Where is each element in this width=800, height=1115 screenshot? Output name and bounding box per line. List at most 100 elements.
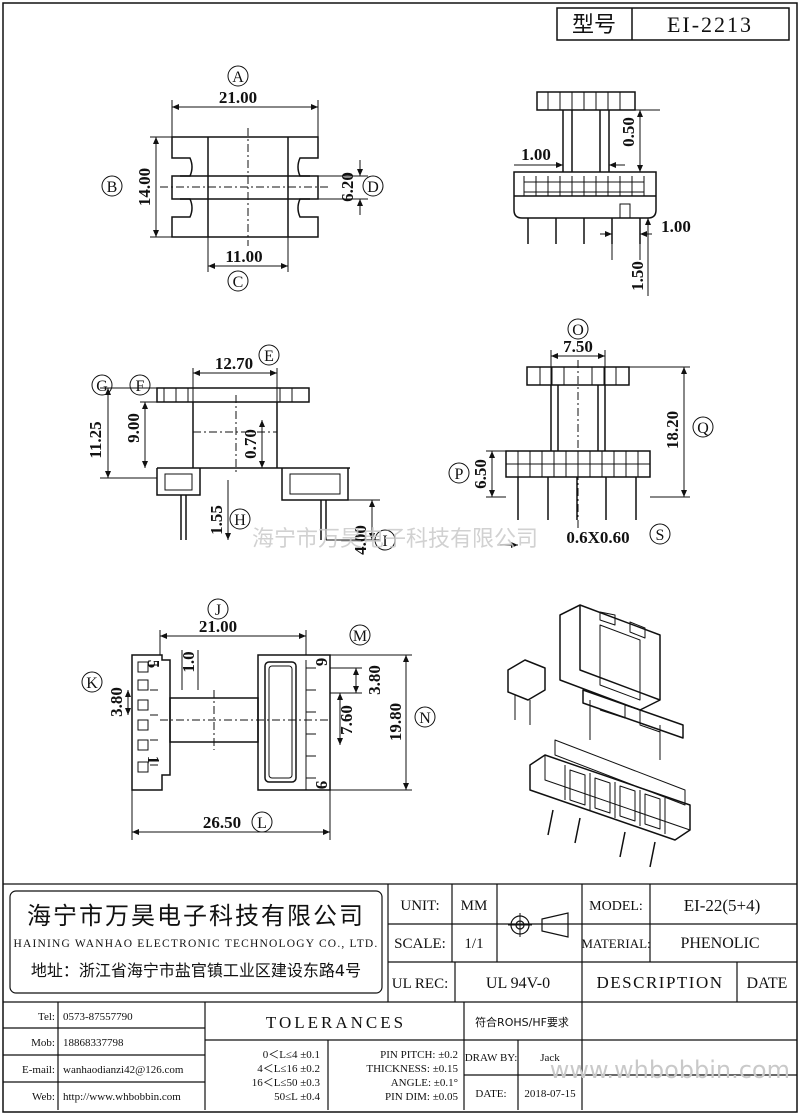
callout-q: Q [697, 420, 709, 437]
isometric-view [507, 604, 691, 868]
company-name-en: HAINING WANHAO ELECTRONIC TECHNOLOGY CO.… [13, 938, 378, 950]
email-label: E-mail: [22, 1064, 55, 1076]
unit-value: MM [461, 898, 488, 914]
dim-front-total: 11.25 [86, 421, 105, 458]
dim-front-pin-off: 1.55 [207, 505, 226, 535]
model-label: MODEL: [589, 899, 643, 914]
callout-g: G [96, 378, 108, 395]
dim-top-slot: 6.20 [338, 172, 357, 202]
scale-label: SCALE: [394, 936, 446, 952]
dim-right-pin: 0.6X0.60 [566, 528, 629, 547]
callouts-front-left: E F G H I [91, 344, 396, 551]
material-value: PHENOLIC [680, 935, 759, 952]
company-name-cn: 海宁市万昊电子科技有限公司 [27, 902, 365, 930]
model-value: EI-22(5+4) [684, 896, 761, 915]
tol-pin-dim: PIN DIM: ±0.05 [385, 1091, 458, 1103]
title-block [3, 883, 797, 1110]
callout-e: E [264, 348, 274, 365]
drawby-label: DRAW BY: [465, 1052, 518, 1064]
watermark-corner: www.whbobbin.com [550, 1056, 790, 1084]
pin-label-9: 9 [312, 781, 331, 790]
tol-angle: ANGLE: ±0.1° [391, 1077, 458, 1089]
tol-row-3: 16＜L≤50 ±0.3 [252, 1077, 321, 1089]
view-front-left [100, 368, 380, 541]
description-label: DESCRIPTION [596, 973, 723, 992]
dim-bottom-width: 21.00 [199, 617, 237, 636]
dim-top-height: 14.00 [135, 168, 154, 206]
callout-n: N [419, 710, 431, 727]
callout-a: A [232, 69, 244, 86]
tol-thickness: THICKNESS: ±0.15 [366, 1063, 458, 1075]
callout-j: J [215, 602, 221, 619]
tol-pin-pitch: PIN PITCH: ±0.2 [380, 1049, 458, 1061]
callout-f: F [136, 378, 145, 395]
callouts-top: A B C D [101, 65, 384, 292]
callout-l: L [257, 815, 267, 832]
type-label: 型号 [572, 13, 616, 38]
dim-bottom-base: 26.50 [203, 813, 241, 832]
dim-front-inner: 9.00 [124, 413, 143, 443]
callout-p: P [455, 466, 464, 483]
web-label: Web: [32, 1091, 55, 1103]
dim-bottom-span: 7.60 [337, 705, 356, 735]
pin-label-5: 5 [144, 660, 163, 669]
date-header-label: DATE [747, 975, 788, 992]
dim-front-wall: 0.70 [241, 429, 260, 459]
dim-top-width: 21.00 [219, 88, 257, 107]
company-address: 地址：浙江省海宁市盐官镇工业区建设东路4号 [31, 961, 361, 980]
scale-value: 1/1 [464, 936, 483, 952]
tel-label: Tel: [38, 1011, 55, 1023]
dim-side-d: 1.50 [628, 261, 647, 291]
mob-value: 18868337798 [63, 1037, 124, 1049]
callout-h: H [234, 512, 246, 529]
view-bottom [125, 630, 412, 840]
tol-row-4: 50≤L ±0.4 [274, 1091, 320, 1103]
mob-label: Mob: [31, 1037, 55, 1049]
view-top-plan [150, 100, 368, 272]
dim-bottom-pitch-right: 3.80 [365, 665, 384, 695]
tolerances-label: TOLERANCES [266, 1013, 406, 1032]
callout-i: I [382, 533, 387, 550]
pin-label-1: 1 [144, 756, 163, 765]
callout-m: M [353, 628, 367, 645]
material-label: MATERIAL: [581, 936, 650, 951]
tel-value: 0573-87557790 [63, 1011, 133, 1023]
dim-right-height: 18.20 [663, 411, 682, 449]
dim-bottom-height: 19.80 [386, 703, 405, 741]
callouts-bottom: J K L M N [81, 598, 436, 833]
dim-front-pin-len: 4.00 [351, 525, 370, 555]
dim-side-a: 1.00 [521, 145, 551, 164]
callout-o: O [572, 322, 584, 339]
callout-b: B [107, 179, 118, 196]
pin-label-6: 6 [312, 658, 331, 667]
rohs-text: 符合ROHS/HF要求 [475, 1015, 569, 1029]
callout-k: K [86, 675, 98, 692]
email-value: wanhaodianzi42@126.com [63, 1064, 184, 1076]
unit-label: UNIT: [400, 898, 439, 914]
callout-d: D [367, 179, 379, 196]
callouts-front-right: O P Q S [448, 318, 714, 545]
dim-side-c: 1.00 [661, 217, 691, 236]
ulrec-label: UL REC: [392, 976, 449, 992]
view-side-top [513, 91, 660, 296]
type-value: EI-2213 [667, 12, 753, 37]
web-value: http://www.whbobbin.com [63, 1091, 181, 1103]
date-field-value: 2018-07-15 [524, 1088, 576, 1100]
dim-right-base: 6.50 [471, 459, 490, 489]
dim-front-width: 12.70 [215, 354, 253, 373]
date-field-label: DATE: [475, 1088, 506, 1100]
view-front-right [486, 350, 690, 548]
tol-row-1: 0＜L≤4 ±0.1 [263, 1049, 320, 1061]
tol-row-2: 4＜L≤16 ±0.2 [257, 1063, 320, 1075]
callout-s: S [656, 527, 665, 544]
type-header: 型号 EI-2213 [556, 7, 790, 41]
dim-bottom-pitch-left: 3.80 [107, 687, 126, 717]
drawby-value: Jack [540, 1052, 560, 1064]
dim-side-b: 0.50 [619, 117, 638, 147]
watermark-center: 海宁市万昊电子科技有限公司 [252, 527, 538, 552]
dim-top-center: 11.00 [225, 247, 262, 266]
callout-c: C [233, 274, 244, 291]
ulrec-value: UL 94V-0 [486, 975, 550, 992]
